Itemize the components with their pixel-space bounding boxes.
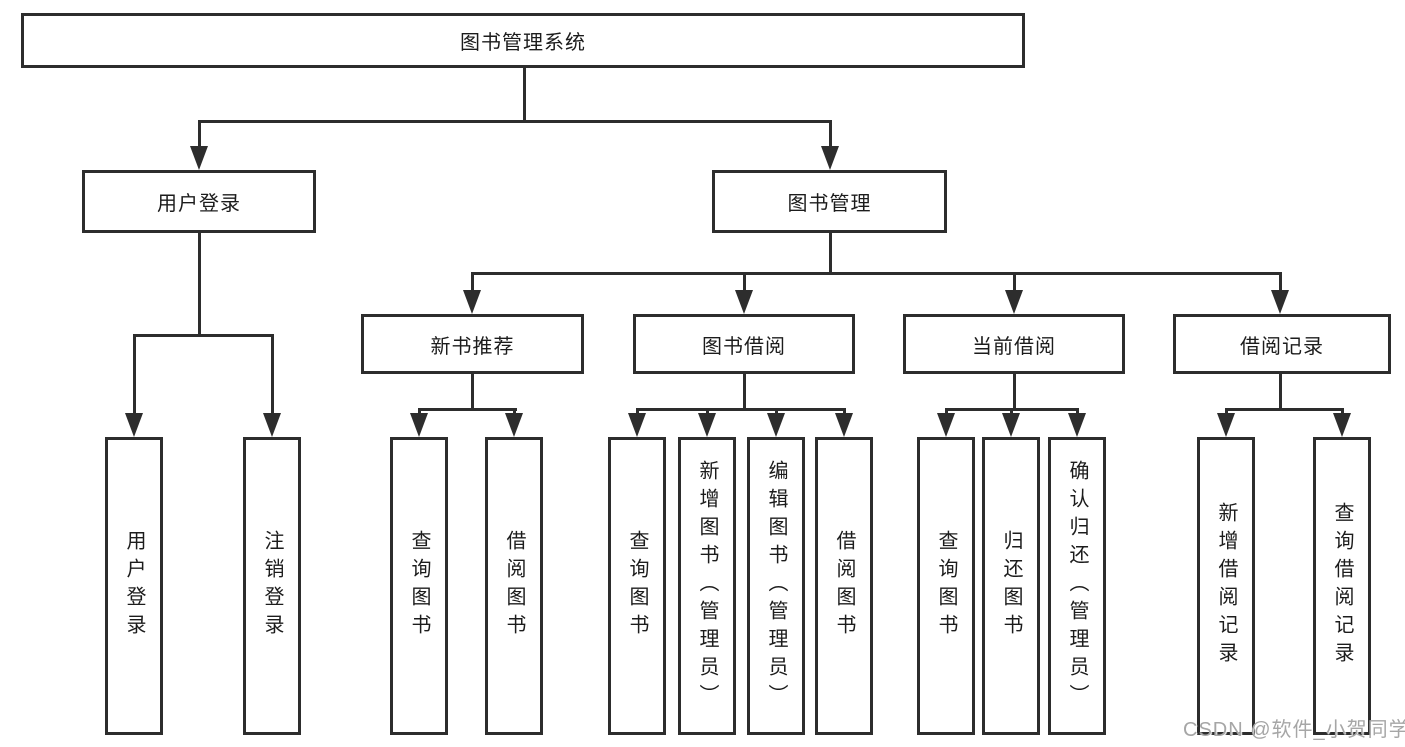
connector-line: [743, 374, 746, 411]
arrow-down-icon: [835, 413, 853, 437]
arrow-down-icon: [1333, 413, 1351, 437]
arrow-down-icon: [628, 413, 646, 437]
connector-line: [513, 408, 516, 417]
node-new-book-recommend: 新书推荐: [361, 314, 584, 374]
arrow-down-icon: [263, 413, 281, 437]
arrow-down-icon: [463, 290, 481, 314]
arrow-down-icon: [821, 146, 839, 170]
arrow-down-icon: [125, 413, 143, 437]
leaf-edit-book-admin: 编辑图书（管理员）: [747, 437, 805, 735]
leaf-user-login: 用户登录: [105, 437, 163, 735]
arrow-down-icon: [767, 413, 785, 437]
connector-line: [1225, 408, 1228, 417]
connector-line: [271, 334, 274, 417]
leaf-borrow-books-recommend: 借阅图书: [485, 437, 543, 735]
node-current-borrowing: 当前借阅: [903, 314, 1125, 374]
connector-line: [1010, 408, 1013, 417]
leaf-query-books-recommend: 查询图书: [390, 437, 448, 735]
connector-line: [1225, 408, 1344, 411]
connector-line: [1013, 272, 1016, 294]
leaf-label: 查询图书: [626, 530, 648, 642]
leaf-confirm-return-admin: 确认归还（管理员）: [1048, 437, 1106, 735]
connector-line: [418, 408, 421, 417]
arrow-down-icon: [1002, 413, 1020, 437]
node-label: 当前借阅: [972, 335, 1056, 358]
leaf-query-books-borrowing: 查询图书: [608, 437, 666, 735]
leaf-label: 新增借阅记录: [1215, 502, 1237, 670]
arrow-down-icon: [505, 413, 523, 437]
connector-line: [418, 408, 517, 411]
node-label: 用户登录: [157, 193, 241, 215]
node-user-login: 用户登录: [82, 170, 316, 233]
connector-line: [1013, 374, 1016, 411]
leaf-borrow-books-borrowing: 借阅图书: [815, 437, 873, 735]
arrow-down-icon: [1217, 413, 1235, 437]
arrow-down-icon: [735, 290, 753, 314]
connector-line: [471, 272, 474, 294]
connector-line: [843, 408, 846, 417]
leaf-add-book-admin: 新增图书（管理员）: [678, 437, 736, 735]
connector-line: [829, 120, 832, 150]
connector-line: [1076, 408, 1079, 417]
leaf-query-books-current: 查询图书: [917, 437, 975, 735]
leaf-logout-login: 注销登录: [243, 437, 301, 735]
connector-line: [775, 408, 778, 417]
leaf-add-borrow-record: 新增借阅记录: [1197, 437, 1255, 735]
arrow-down-icon: [698, 413, 716, 437]
leaf-label: 确认归还（管理员）: [1066, 460, 1088, 712]
arrow-down-icon: [937, 413, 955, 437]
connector-line: [829, 233, 832, 275]
leaf-label: 借阅图书: [833, 530, 855, 642]
arrow-down-icon: [410, 413, 428, 437]
node-label: 借阅记录: [1240, 335, 1324, 358]
node-book-borrowing: 图书借阅: [633, 314, 855, 374]
leaf-label: 用户登录: [123, 530, 145, 642]
watermark: CSDN @软件_小贺同学: [1183, 719, 1405, 741]
leaf-label: 查询图书: [935, 530, 957, 642]
leaf-label: 借阅图书: [503, 530, 525, 642]
leaf-label: 新增图书（管理员）: [696, 460, 718, 712]
connector-line: [471, 374, 474, 411]
connector-line: [636, 408, 639, 417]
connector-line: [636, 408, 846, 411]
connector-line: [198, 233, 201, 337]
node-label: 图书借阅: [702, 335, 786, 358]
arrow-down-icon: [1005, 290, 1023, 314]
node-library-management-system: 图书管理系统: [21, 13, 1025, 68]
leaf-query-borrow-record: 查询借阅记录: [1313, 437, 1371, 735]
node-borrowing-records: 借阅记录: [1173, 314, 1391, 374]
arrow-down-icon: [190, 146, 208, 170]
leaf-label: 编辑图书（管理员）: [765, 460, 787, 712]
connector-line: [523, 68, 526, 122]
connector-line: [1279, 272, 1282, 294]
leaf-label: 查询图书: [408, 530, 430, 642]
leaf-label: 注销登录: [261, 530, 283, 642]
connector-line: [1341, 408, 1344, 417]
connector-line: [198, 120, 201, 150]
connector-line: [133, 334, 136, 417]
connector-line: [133, 334, 274, 337]
connector-line: [945, 408, 948, 417]
arrow-down-icon: [1068, 413, 1086, 437]
leaf-label: 查询借阅记录: [1331, 502, 1353, 670]
connector-line: [706, 408, 709, 417]
node-label: 新书推荐: [430, 335, 515, 358]
node-book-management: 图书管理: [712, 170, 947, 233]
connector-line: [198, 120, 832, 123]
arrow-down-icon: [1271, 290, 1289, 314]
leaf-return-books: 归还图书: [982, 437, 1040, 735]
connector-line: [743, 272, 746, 294]
node-label: 图书管理: [787, 193, 872, 215]
connector-line: [1279, 374, 1282, 411]
connector-line: [471, 272, 1282, 275]
leaf-label: 归还图书: [1000, 530, 1022, 642]
node-label: 图书管理系统: [460, 32, 586, 54]
